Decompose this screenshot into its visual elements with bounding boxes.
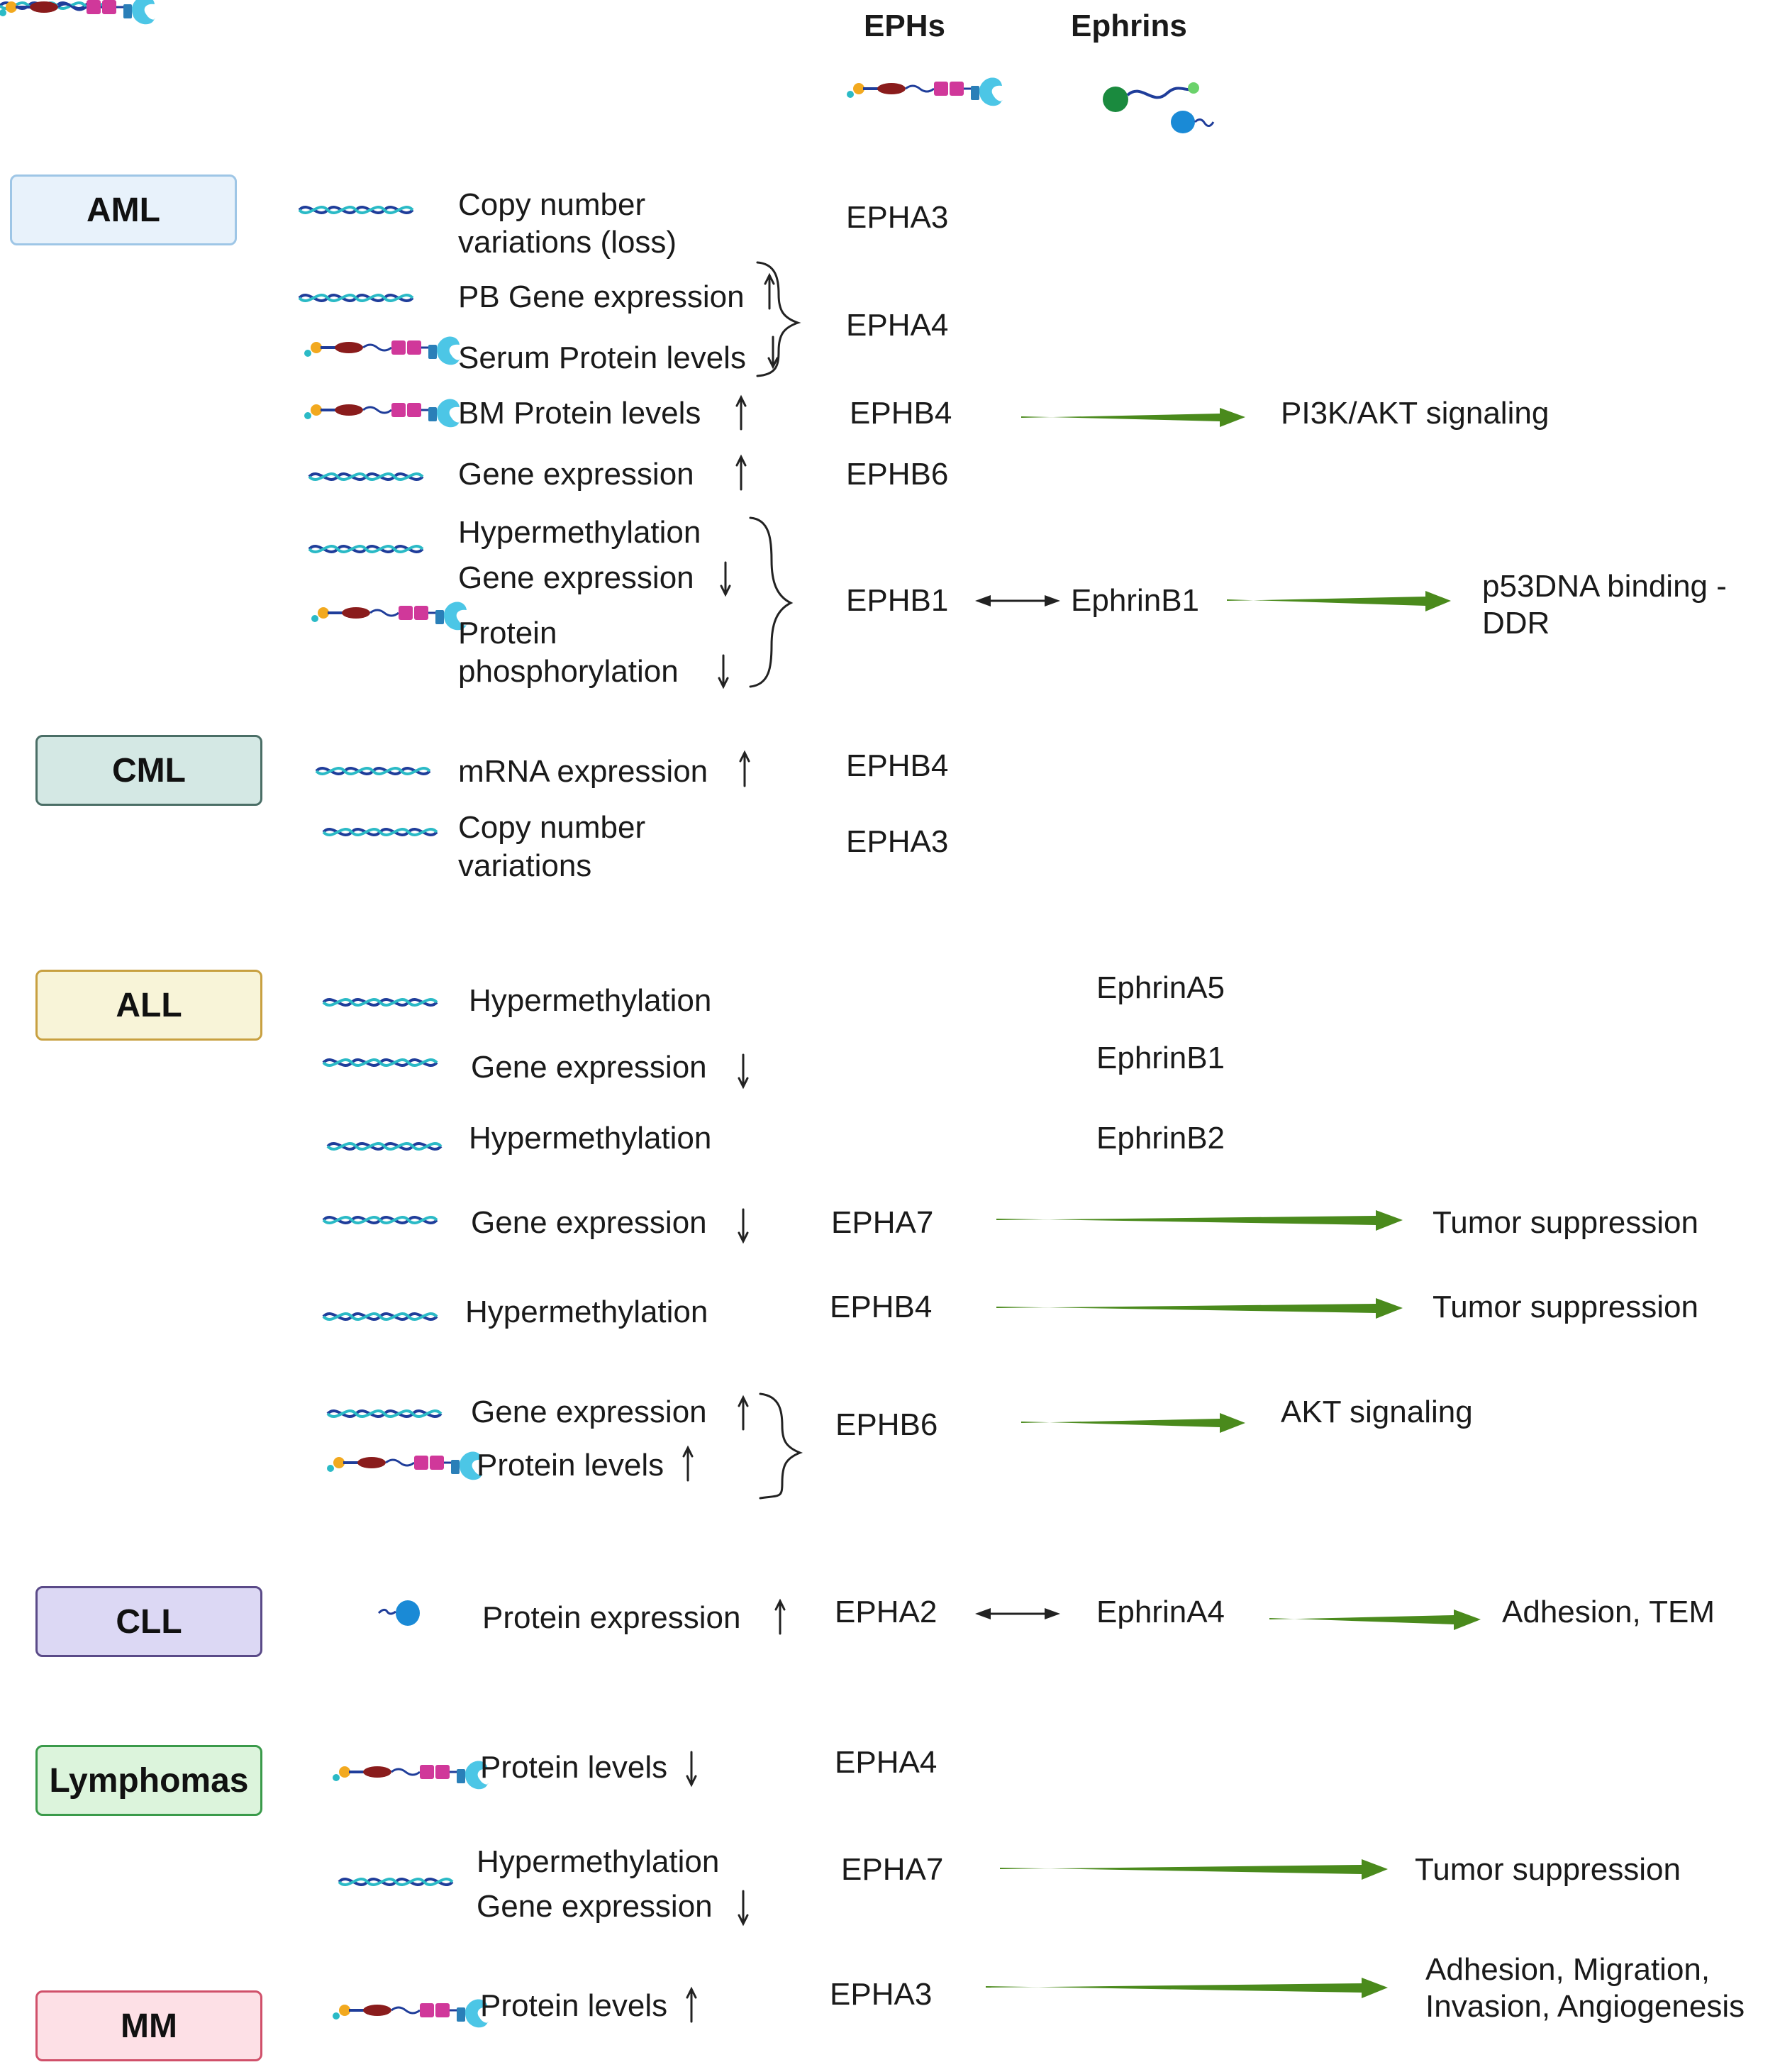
dna-icon — [326, 1409, 443, 1419]
effect-label-2: Invasion, Angiogenesis — [1425, 1989, 1745, 2024]
brace-all-ephb6 — [759, 1392, 803, 1500]
receptor-label: EPHB6 — [846, 457, 949, 492]
header-ephrins: Ephrins — [1071, 9, 1187, 43]
aml-bm-protein: BM Protein levels — [458, 396, 701, 431]
disease-cll: CLL — [35, 1586, 262, 1657]
effect-label: Tumor suppression — [1433, 1205, 1698, 1240]
receptor-label: EPHA3 — [846, 200, 949, 235]
lymphoma-protein-levels: Protein levels — [480, 1750, 668, 1785]
receptor-label: EPHB1 — [846, 583, 949, 618]
receptor-label: EPHA4 — [835, 1745, 938, 1780]
effect-arrow-cll — [1269, 1615, 1454, 1624]
effect-arrow-aml-ephb1 — [1227, 597, 1425, 606]
dna-icon — [308, 544, 424, 554]
all-gene-expression-3: Gene expression — [471, 1395, 707, 1429]
all-protein-levels: Protein levels — [477, 1448, 664, 1483]
ligand-label: EphrinB1 — [1096, 1041, 1225, 1075]
aml-gene-expression-2: Gene expression — [458, 560, 694, 595]
ligand-label: EphrinB2 — [1096, 1121, 1225, 1156]
header-ephs: EPHs — [864, 9, 945, 43]
eph-receptor-icon — [845, 76, 1004, 108]
receptor-label: EPHA4 — [846, 308, 949, 343]
effect-label: Adhesion, Migration, — [1425, 1952, 1711, 1987]
receptor-label: EPHB4 — [850, 396, 952, 431]
receptor-label: EPHA2 — [835, 1595, 938, 1629]
ephrin-ligand-icon — [377, 1600, 420, 1626]
effect-label: Tumor suppression — [1433, 1290, 1698, 1324]
aml-hypermethylation: Hypermethylation — [458, 515, 701, 550]
dna-icon — [322, 1312, 438, 1322]
dna-icon — [326, 1141, 443, 1151]
aml-phosphorylation: phosphorylation — [458, 654, 679, 689]
eph-receptor-icon — [326, 1450, 484, 1482]
effect-label: AKT signaling — [1281, 1395, 1473, 1429]
eph-receptor-icon — [303, 397, 462, 429]
disease-all: ALL — [35, 970, 262, 1041]
cml-copy-number: Copy number — [458, 810, 646, 845]
receptor-label: EPHB4 — [846, 748, 949, 783]
aml-copy-number-2: variations (loss) — [458, 225, 677, 260]
receptor-label: EPHA7 — [841, 1852, 944, 1887]
disease-cml: CML — [35, 735, 262, 806]
disease-mm: MM — [35, 1990, 262, 2061]
dna-icon — [322, 1058, 438, 1068]
receptor-label: EPHB6 — [835, 1407, 938, 1442]
receptor-label: EPHA7 — [831, 1205, 934, 1240]
effect-arrow-lymphoma-epha7 — [1000, 1865, 1362, 1874]
effect-arrow-aml-ephb4 — [1021, 414, 1220, 421]
ligand-label: EphrinB1 — [1071, 583, 1200, 618]
dna-icon — [322, 827, 438, 837]
dna-icon — [338, 1877, 454, 1887]
aml-pb-gene-expression: PB Gene expression — [458, 279, 745, 314]
ephrin-ligand-icon — [1103, 82, 1215, 133]
dna-icon — [322, 997, 438, 1007]
aml-serum-protein: Serum Protein levels — [458, 340, 746, 375]
mm-protein-levels: Protein levels — [480, 1988, 668, 2023]
eph-receptor-icon — [303, 335, 462, 367]
ligand-label: EphrinA5 — [1096, 970, 1225, 1005]
eph-receptor-icon — [331, 1759, 490, 1791]
ligand-label: EphrinA4 — [1096, 1595, 1225, 1629]
disease-lymphomas: Lymphomas — [35, 1745, 262, 1816]
all-hypermethylation-1: Hypermethylation — [469, 983, 712, 1018]
effect-label: p53DNA binding - — [1482, 569, 1727, 604]
cml-mrna-expression: mRNA expression — [458, 754, 708, 789]
effect-label: PI3K/AKT signaling — [1281, 396, 1550, 431]
dna-icon — [322, 1215, 438, 1225]
brace-aml-epha4 — [756, 261, 801, 377]
all-gene-expression-1: Gene expression — [471, 1050, 707, 1085]
effect-label: Tumor suppression — [1415, 1852, 1681, 1887]
eph-receptor-icon — [310, 600, 469, 632]
effect-arrow-all-ephb6 — [1021, 1419, 1220, 1427]
aml-protein: Protein — [458, 616, 557, 650]
effect-arrow-mm — [986, 1983, 1362, 1993]
dna-icon — [298, 205, 414, 215]
eph-receptor-icon — [331, 1998, 490, 2029]
all-gene-expression-2: Gene expression — [471, 1205, 707, 1240]
effect-label: Adhesion, TEM — [1502, 1595, 1715, 1629]
disease-aml: AML — [10, 174, 237, 245]
receptor-label: EPHA3 — [846, 824, 949, 859]
dna-icon — [315, 766, 431, 776]
lymphoma-hypermethylation: Hypermethylation — [477, 1844, 720, 1879]
all-hypermethylation-2: Hypermethylation — [469, 1121, 712, 1156]
receptor-label: EPHA3 — [830, 1977, 933, 2012]
all-hypermethylation-3: Hypermethylation — [465, 1295, 708, 1329]
cll-protein-expression: Protein expression — [482, 1600, 741, 1635]
brace-aml-ephb1 — [749, 516, 794, 688]
receptor-label: EPHB4 — [830, 1290, 933, 1324]
effect-label-2: DDR — [1482, 606, 1550, 641]
effect-arrow-all-ephb4 — [996, 1304, 1376, 1313]
effect-arrow-all-epha7 — [996, 1216, 1376, 1225]
aml-copy-number: Copy number — [458, 187, 646, 222]
cml-copy-number-2: variations — [458, 848, 592, 883]
dna-icon — [298, 293, 414, 303]
aml-gene-expression: Gene expression — [458, 457, 694, 492]
dna-icon — [308, 472, 424, 482]
lymphoma-gene-expression: Gene expression — [477, 1889, 713, 1924]
